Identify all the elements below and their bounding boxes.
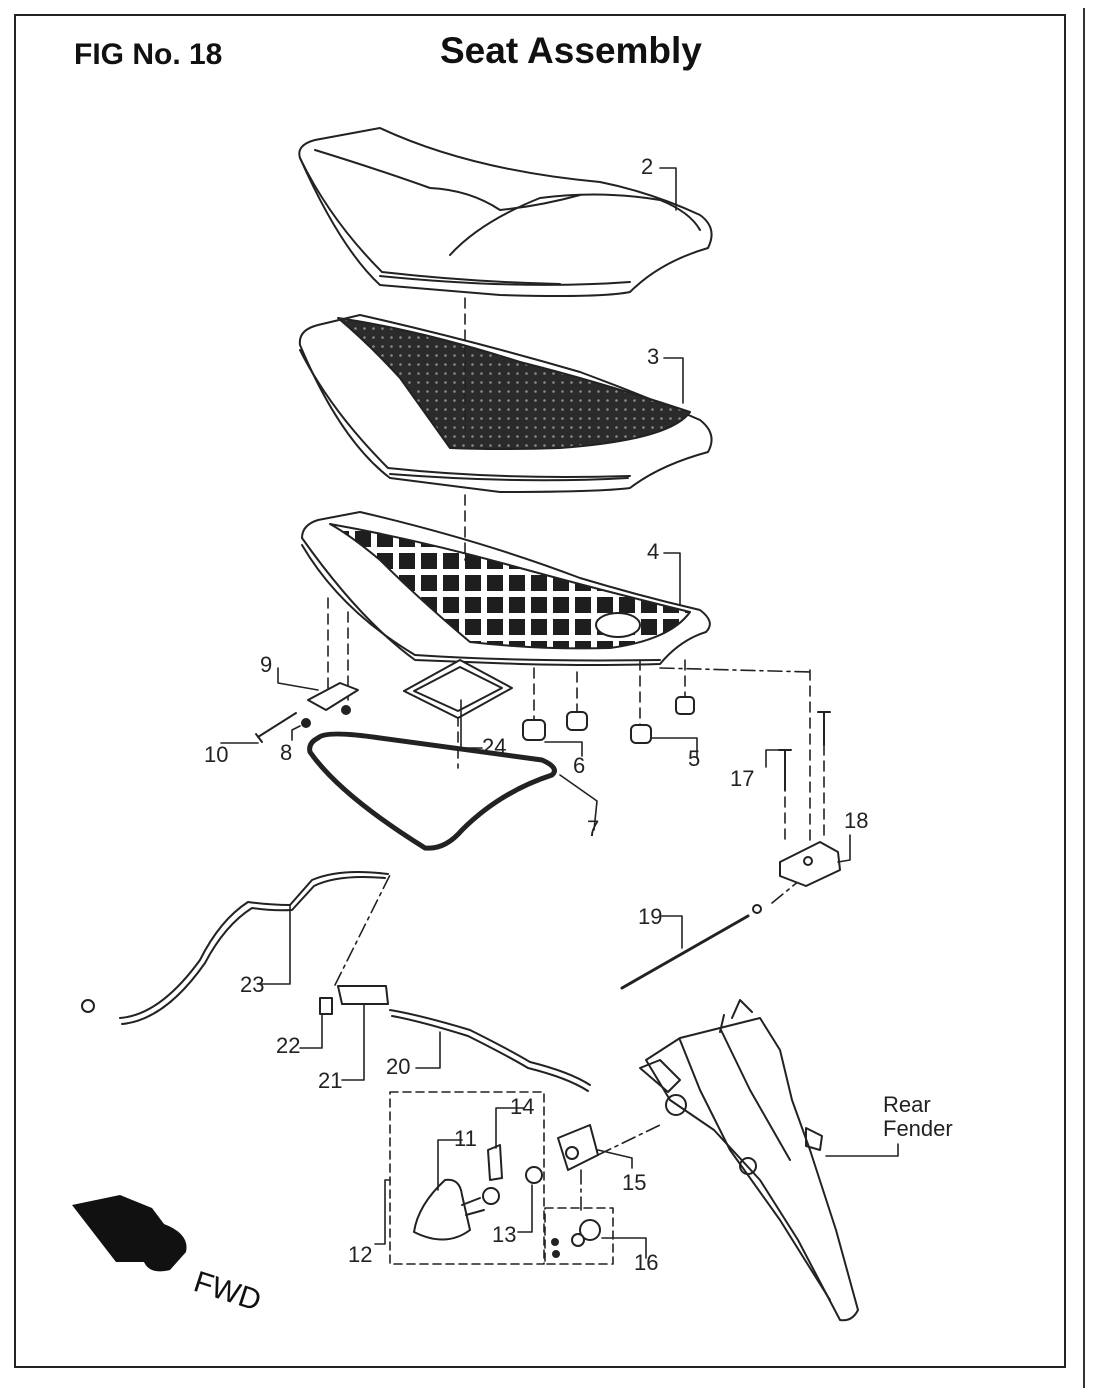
seat-foam-part <box>298 314 713 493</box>
dash-dot-leaders <box>334 667 811 1211</box>
rear-fender-label-line1: Rear <box>883 1092 931 1117</box>
callout-11: 11 <box>454 1126 477 1151</box>
page-edge-line <box>1083 8 1085 1388</box>
callout-19: 19 <box>638 904 662 929</box>
callout-15: 15 <box>622 1170 646 1195</box>
washer-part <box>525 1166 543 1184</box>
callout-4: 4 <box>647 539 659 564</box>
callout-22: 22 <box>276 1033 300 1058</box>
callout-9: 9 <box>260 652 272 677</box>
rear-fender-label-line2: Fender <box>883 1116 953 1141</box>
callout-2: 2 <box>641 154 653 179</box>
lock-housing-part <box>557 1124 599 1171</box>
latch-rod-part <box>620 914 750 990</box>
lock-cable-part <box>389 1009 591 1086</box>
callout-23: 23 <box>240 972 264 997</box>
callout-14: 14 <box>510 1094 534 1119</box>
diagram-title: Seat Assembly <box>440 30 702 71</box>
callout-7: 7 <box>587 816 599 841</box>
callout-12: 12 <box>348 1242 372 1267</box>
callout-8: 8 <box>280 740 292 765</box>
screw-part <box>778 749 792 791</box>
callout-16: 16 <box>634 1250 658 1275</box>
spring-part <box>579 1219 601 1241</box>
seat-cover-part <box>298 127 713 297</box>
seat-seal-part <box>307 731 557 851</box>
lock-group-box <box>389 1091 545 1265</box>
rear-fender-part <box>639 999 859 1322</box>
bolt-part <box>255 712 297 743</box>
lock-clip-part <box>487 1144 503 1181</box>
callout-17: 17 <box>730 766 754 791</box>
callout-5: 5 <box>688 746 700 771</box>
spring-group-box <box>544 1207 614 1265</box>
forward-arrow-icon <box>72 1195 187 1272</box>
callout-6: 6 <box>573 753 585 778</box>
cable-holder-part <box>337 985 389 1005</box>
cable-clip-part <box>319 997 333 1015</box>
rubber-bumper-parts <box>522 696 695 744</box>
callout-18: 18 <box>844 808 868 833</box>
callout-3: 3 <box>647 344 659 369</box>
callout-leaders <box>220 167 899 1259</box>
square-gasket-part <box>403 659 513 719</box>
seat-release-cable-part <box>119 871 389 1019</box>
diagram-frame <box>14 14 1066 1368</box>
figure-number: FIG No. 18 <box>74 38 223 71</box>
callout-13: 13 <box>492 1222 516 1247</box>
hinge-bracket-part <box>307 682 359 711</box>
fwd-label: FWD <box>190 1265 265 1317</box>
callout-10: 10 <box>204 742 228 767</box>
callout-21: 21 <box>318 1068 342 1093</box>
nut-part <box>301 718 311 728</box>
callout-20: 20 <box>386 1054 410 1079</box>
lock-cylinder-part <box>413 1178 471 1241</box>
callout-24: 24 <box>482 734 506 759</box>
seat-base-part <box>301 511 711 666</box>
